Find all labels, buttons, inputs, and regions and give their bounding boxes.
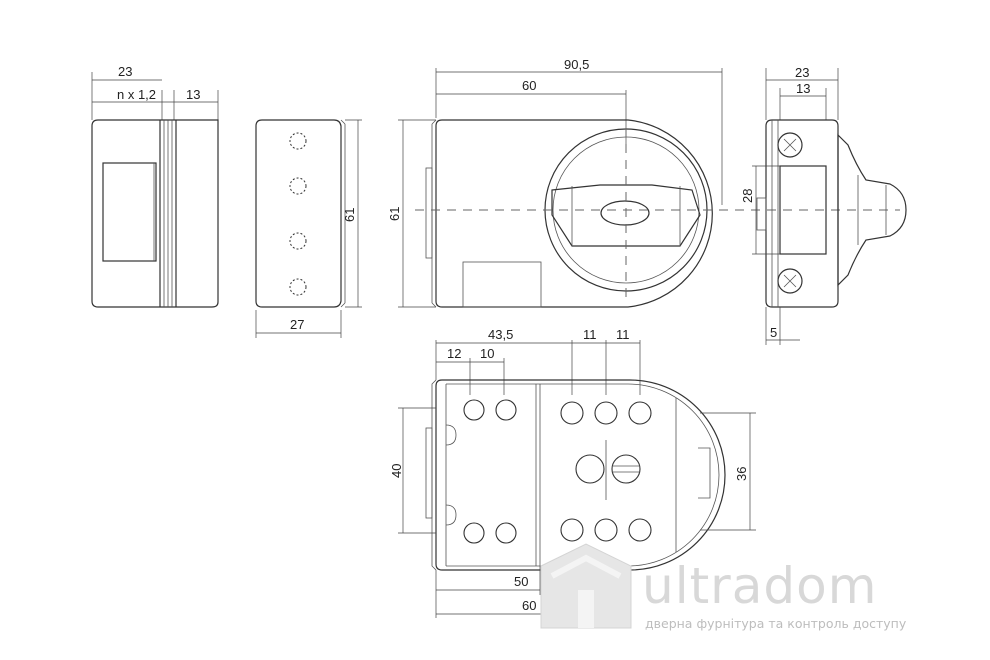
bottom-screw-hole (463, 399, 485, 421)
plate-screw-hole (289, 177, 307, 195)
bottom-body (435, 379, 726, 571)
dim-end-width: 23 (795, 65, 809, 80)
bottom-screw-hole (463, 522, 485, 544)
end-bolt-block (779, 165, 827, 255)
end-body (765, 119, 839, 308)
bottom-screw-hole (628, 401, 652, 425)
keyhole (600, 200, 650, 226)
end-view: 23 13 28 5 (740, 65, 907, 345)
dim-bottom-total-length: 60 (522, 598, 536, 613)
bottom-cam-hole (575, 454, 605, 484)
bottom-screw-hole (560, 518, 584, 542)
dim-front-length: 90,5 (564, 57, 589, 72)
front-view: 90,5 60 61 (387, 57, 900, 308)
cylinder-cam (551, 184, 701, 247)
brand-name: ultradom (642, 557, 877, 615)
plate-screw-hole (289, 278, 307, 296)
house-icon (540, 543, 632, 629)
dim-plate-width: 27 (290, 317, 304, 332)
dim-end-bolt: 28 (740, 189, 755, 203)
dim-bottom-pitch-b: 10 (480, 346, 494, 361)
bottom-screw-hole (594, 518, 618, 542)
end-screw-top (777, 132, 803, 158)
dim-bottom-height-right: 36 (734, 467, 749, 481)
dim-plate-height: 61 (342, 208, 357, 222)
dim-end-inner: 13 (796, 81, 810, 96)
dim-bottom-height-left: 40 (389, 464, 404, 478)
bottom-screw-hole (560, 401, 584, 425)
front-body (435, 119, 713, 308)
bottom-screw-hole (495, 522, 517, 544)
bottom-screw-hole (495, 399, 517, 421)
dim-bottom-pitch-a: 12 (447, 346, 461, 361)
dim-bottom-pitch-d: 11 (616, 327, 630, 342)
dim-front-height: 61 (387, 207, 402, 221)
plate-body (255, 119, 342, 308)
dim-front-axis: 60 (522, 78, 536, 93)
plate-screw-hole (289, 232, 307, 250)
side-view: 23 n x 1,2 13 (91, 64, 219, 308)
side-body (91, 119, 219, 308)
dim-side-layers: n x 1,2 (117, 87, 156, 102)
dim-bottom-pitch-c: 11 (583, 327, 597, 342)
dim-end-offset: 5 (770, 325, 777, 340)
ultradom-logo: ultradom дверна фурнітура та контроль до… (540, 543, 907, 631)
end-screw-bottom (777, 268, 803, 294)
dim-bottom-axis: 43,5 (488, 327, 513, 342)
dim-side-flange: 13 (186, 87, 200, 102)
brand-tagline: дверна фурнітура та контроль доступу (645, 616, 907, 631)
dim-side-width: 23 (118, 64, 132, 79)
plate-screw-hole (289, 132, 307, 150)
dim-bottom-inner-length: 50 (514, 574, 528, 589)
bottom-cam-hole (611, 454, 641, 484)
bottom-screw-hole (594, 401, 618, 425)
knob (837, 133, 907, 287)
plate-view: 61 27 (255, 119, 362, 338)
bottom-screw-hole (628, 518, 652, 542)
side-bolt-window (102, 162, 157, 262)
